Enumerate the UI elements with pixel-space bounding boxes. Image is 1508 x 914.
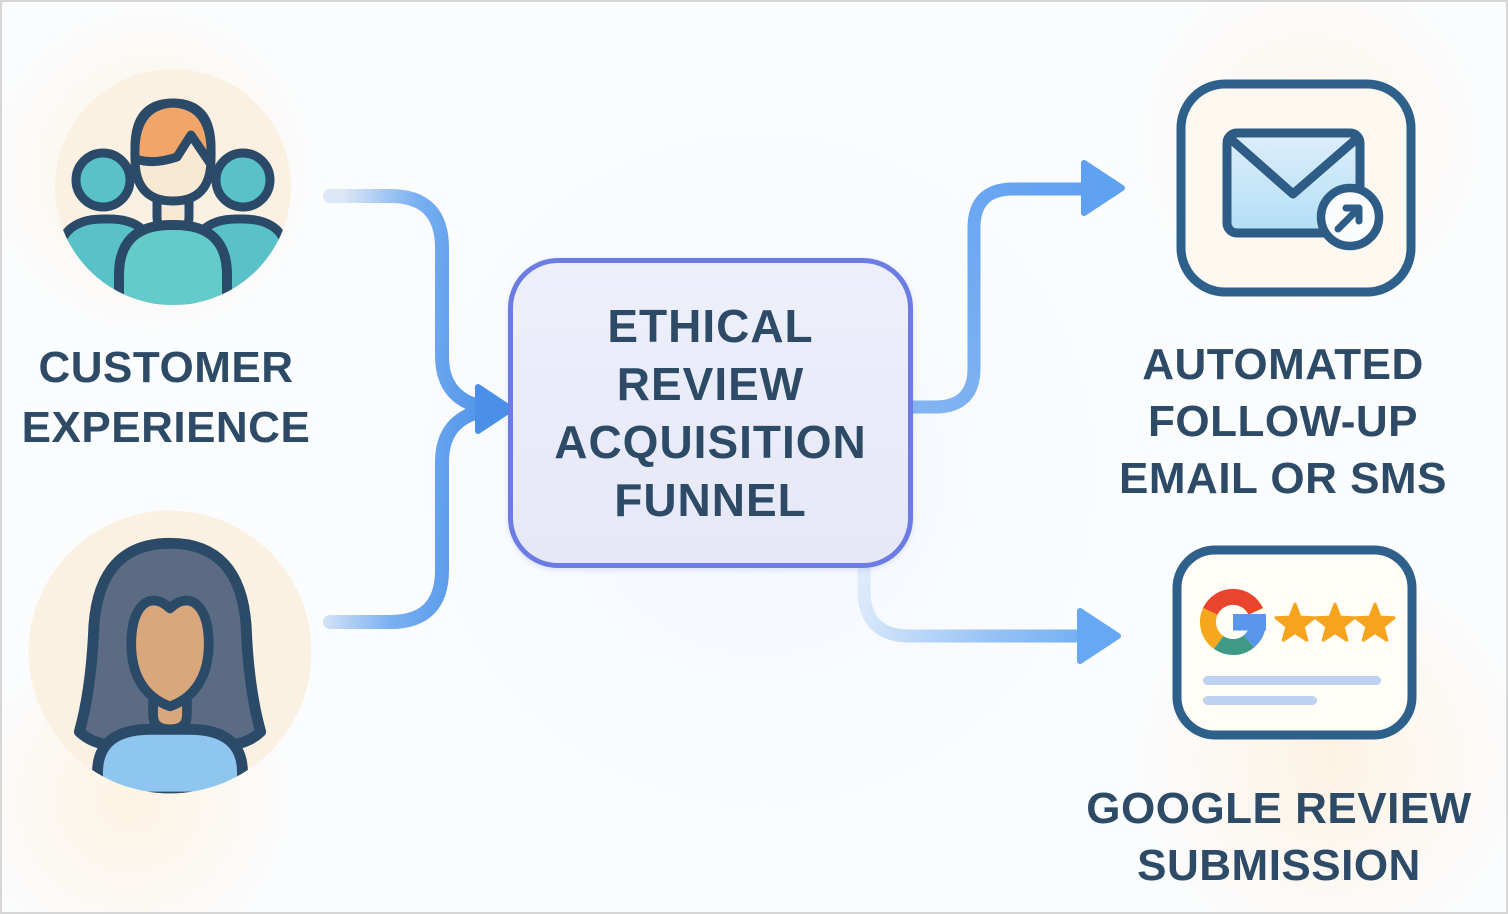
funnel-line4: FUNNEL [614,474,807,526]
customer-group-icon [53,67,293,307]
connector-funnel-to-google [857,561,1089,643]
review-text-line1 [1203,676,1381,685]
funnel-node: ETHICAL REVIEW ACQUISITION FUNNEL [508,258,913,568]
email-send-icon [1175,78,1417,298]
funnel-line3: ACQUISITION [554,416,867,468]
funnel-label: ETHICAL REVIEW ACQUISITION FUNNEL [554,297,867,529]
arrowhead-to-email [1081,160,1125,216]
funnel-line2: REVIEW [616,358,805,410]
star-rating [1274,602,1396,642]
google-logo [1199,588,1266,656]
arrowhead-into-funnel [475,384,514,434]
google-review-card-icon [1172,545,1417,740]
funnel-line1: ETHICAL [607,300,814,352]
connector-customers-to-funnel [323,189,489,629]
customer-experience-label: CUSTOMER EXPERIENCE [0,338,336,458]
google-review-line2: SUBMISSION [1137,841,1421,890]
google-review-label: GOOGLE REVIEW SUBMISSION [1050,780,1508,894]
google-review-line1: GOOGLE REVIEW [1086,784,1472,833]
female-customer-icon [25,507,315,797]
automated-followup-line2: FOLLOW-UP [1147,397,1418,446]
automated-followup-label: AUTOMATED FOLLOW-UP EMAIL OR SMS [1058,336,1508,507]
arrowhead-to-google [1077,608,1121,664]
automated-followup-line1: AUTOMATED [1142,340,1424,389]
customer-experience-line2: EXPERIENCE [21,403,311,452]
customer-experience-line1: CUSTOMER [38,343,294,392]
review-text-line2 [1203,696,1317,705]
automated-followup-line3: EMAIL OR SMS [1119,454,1447,503]
